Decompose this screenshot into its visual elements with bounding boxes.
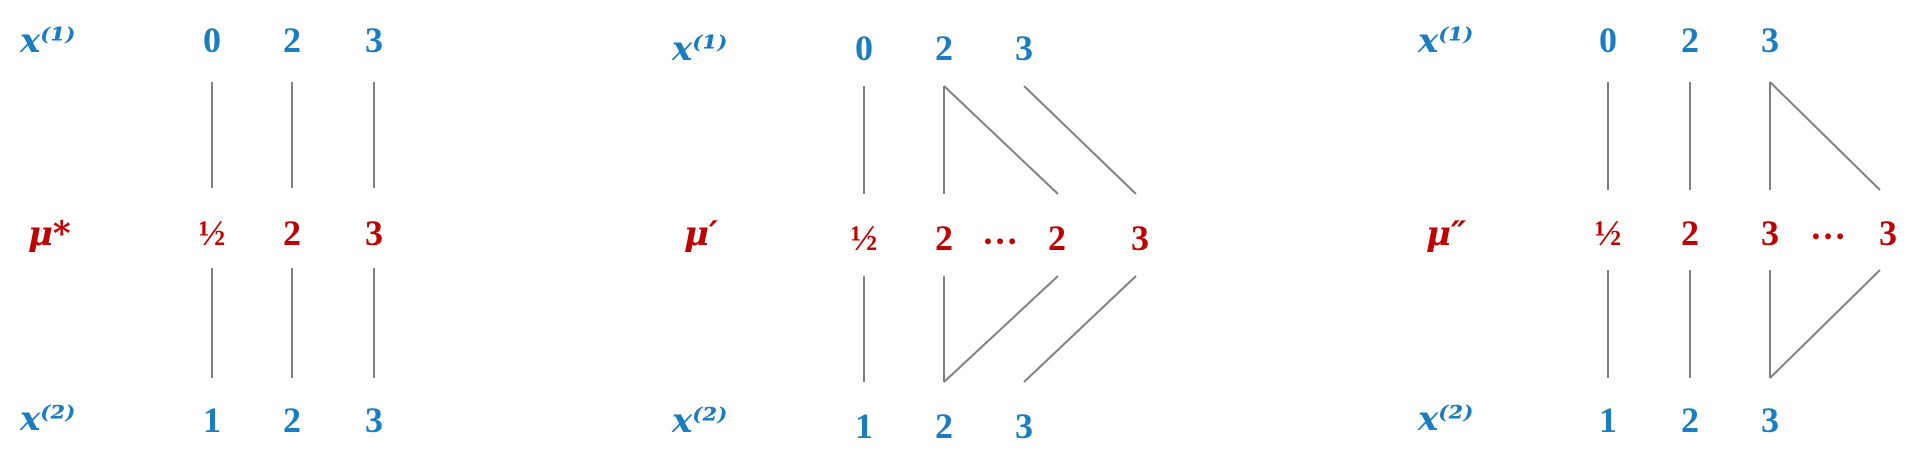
panel-2: x⁽¹⁾ μ′ x⁽²⁾ 0 2 3 ½ 2 … 2 3 1 2 3	[671, 28, 1149, 446]
top-value: 0	[1599, 20, 1617, 60]
mu-value: ½	[1595, 213, 1622, 253]
coupling-line	[1769, 81, 1881, 191]
mu-value: 2	[1048, 218, 1066, 258]
ellipsis: …	[1810, 207, 1846, 247]
mu-value: ½	[199, 213, 226, 253]
x1-label: x⁽¹⁾	[671, 29, 727, 69]
mu-value: 3	[365, 213, 383, 253]
bottom-value: 2	[935, 406, 953, 446]
bottom-value: 1	[203, 400, 221, 440]
bottom-value: 3	[1015, 406, 1033, 446]
mu-prime-label: μ′	[684, 214, 718, 254]
coupling-line	[1769, 269, 1881, 379]
panel-1: x⁽¹⁾ μ* x⁽²⁾ 0 2 3 ½ 2 3 1 2 3	[19, 20, 383, 440]
x2-label: x⁽²⁾	[19, 399, 75, 439]
top-value: 2	[935, 28, 953, 68]
mu-value: 3	[1131, 218, 1149, 258]
mu-value: 3	[1879, 213, 1897, 253]
mu-value: 2	[1681, 213, 1699, 253]
x1-label: x⁽¹⁾	[19, 21, 75, 61]
mu-value: ½	[851, 218, 878, 258]
mu-value: 2	[283, 213, 301, 253]
coupling-line	[1023, 275, 1137, 383]
mu-star-label: μ*	[28, 214, 71, 254]
x2-label: x⁽²⁾	[671, 401, 727, 441]
coupling-line	[943, 275, 1059, 383]
top-value: 0	[203, 20, 221, 60]
x2-label: x⁽²⁾	[1417, 399, 1473, 439]
bottom-value: 2	[283, 400, 301, 440]
bottom-value: 2	[1681, 400, 1699, 440]
top-value: 2	[1681, 20, 1699, 60]
top-value: 3	[1015, 28, 1033, 68]
bottom-value: 3	[365, 400, 383, 440]
mu-double-prime-label: μ″	[1426, 214, 1466, 254]
top-value: 3	[365, 20, 383, 60]
panel-3: x⁽¹⁾ μ″ x⁽²⁾ 0 2 3 ½ 2 3 … 3 1 2 3	[1417, 20, 1897, 440]
bottom-value: 1	[1599, 400, 1617, 440]
mu-value: 2	[935, 218, 953, 258]
bottom-value: 1	[855, 406, 873, 446]
top-value: 3	[1761, 20, 1779, 60]
bottom-value: 3	[1761, 400, 1779, 440]
top-value: 0	[855, 28, 873, 68]
coupling-line	[943, 85, 1059, 195]
coupling-line	[1023, 85, 1137, 195]
ellipsis: …	[982, 212, 1018, 252]
mu-value: 3	[1761, 213, 1779, 253]
x1-label: x⁽¹⁾	[1417, 21, 1473, 61]
top-value: 2	[283, 20, 301, 60]
